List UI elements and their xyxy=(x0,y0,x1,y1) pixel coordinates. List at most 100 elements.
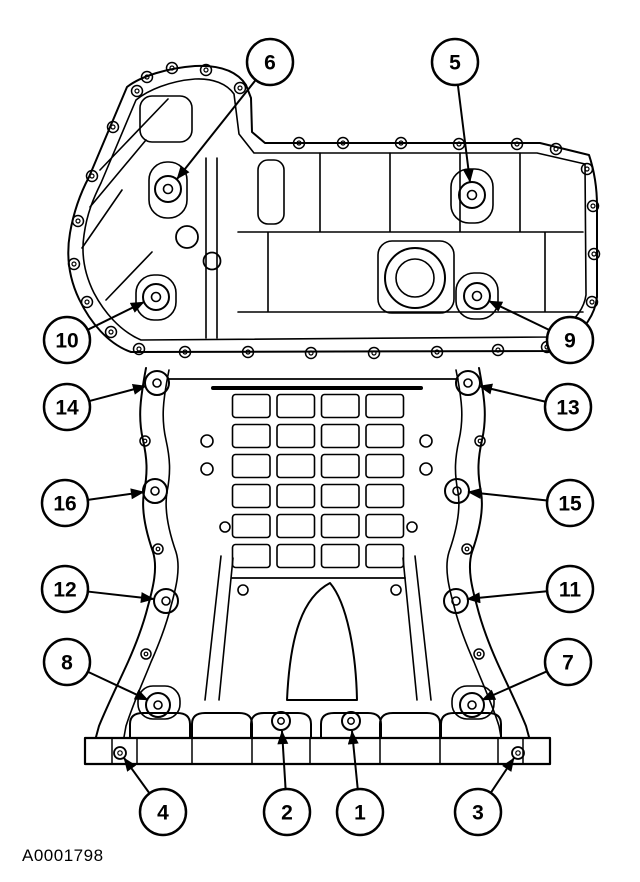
callout-number: 1 xyxy=(354,802,366,825)
bolt-boss xyxy=(142,283,170,311)
bore-ring-outer xyxy=(384,247,446,309)
boss-capsule-5 xyxy=(450,168,494,224)
callout-arrow xyxy=(87,670,149,701)
baffle-grid-cell xyxy=(231,543,271,569)
flange-bolt-hole-center xyxy=(136,346,142,352)
callout-7: 7 xyxy=(481,637,593,701)
callout-circle xyxy=(543,382,593,432)
bolt-boss-center xyxy=(347,717,355,725)
flange-bolt-hole xyxy=(165,61,179,75)
baffle-grid-cell xyxy=(276,483,316,509)
flange-bolt-hole xyxy=(549,142,563,156)
upper-crankcase-drawing xyxy=(67,64,598,353)
flange-bolt-hole-center xyxy=(398,140,404,146)
flange-bolt-hole xyxy=(367,346,381,360)
flange-bolt-hole xyxy=(587,247,601,261)
pocket-rib xyxy=(257,159,285,225)
flange-bolt-hole-center xyxy=(553,146,559,152)
left-rail-outer xyxy=(95,367,157,738)
callout-4: 4 xyxy=(123,757,188,837)
flange-bolt-hole xyxy=(292,136,306,150)
casting-circle xyxy=(419,462,433,476)
rail-hole xyxy=(461,543,473,555)
callout-10: 10 xyxy=(42,301,145,365)
gusset-8 xyxy=(137,685,181,720)
flange-bolt-hole xyxy=(580,162,594,176)
flange-bolt-hole xyxy=(336,136,350,150)
callout-arrow xyxy=(466,590,548,604)
flange-bolt-hole xyxy=(304,346,318,360)
callout-circle xyxy=(430,37,480,87)
callout-circle xyxy=(262,787,312,837)
baffle-grid-cell xyxy=(320,483,360,509)
callout-number: 14 xyxy=(55,397,79,420)
bolt-boss-center xyxy=(150,486,160,496)
flange-bolt-hole-center xyxy=(589,299,595,305)
callout-number: 3 xyxy=(472,802,484,825)
flange-bolt-hole-center xyxy=(584,166,590,172)
callout-arrow xyxy=(481,670,548,701)
bolt-boss xyxy=(443,588,469,614)
boss-capsule-6 xyxy=(148,161,188,219)
flange-bolt-hole xyxy=(199,63,213,77)
flange-bolt-hole-center xyxy=(371,350,377,356)
baffle-grid-cell xyxy=(320,423,360,449)
callout-8: 8 xyxy=(42,637,149,701)
baffle-grid-cell xyxy=(365,483,405,509)
flange-bolt-hole-center xyxy=(182,349,188,355)
callout-circle xyxy=(453,787,503,837)
bolt-boss-center xyxy=(466,189,478,201)
bolt-boss-center xyxy=(277,717,285,725)
bolt-boss xyxy=(144,370,170,396)
flange-bolt-hole xyxy=(430,345,444,359)
pickup-arch xyxy=(286,582,358,701)
callout-number: 11 xyxy=(559,579,582,602)
callout-6: 6 xyxy=(176,37,295,180)
baffle-grid-cell xyxy=(365,423,405,449)
baffle-grid-cell xyxy=(365,453,405,479)
baffle-grid-cell xyxy=(276,423,316,449)
callout-12: 12 xyxy=(40,564,155,614)
callout-circle xyxy=(40,478,90,528)
inner-walls xyxy=(204,555,432,701)
flange-bolt-hole xyxy=(510,137,524,151)
callout-5: 5 xyxy=(430,37,480,183)
right-rail-outer xyxy=(468,367,530,738)
bolt-boss xyxy=(153,588,179,614)
flange-bolt-hole xyxy=(130,84,144,98)
callout-14: 14 xyxy=(42,382,147,432)
bolt-boss-center xyxy=(467,700,477,710)
mount-hump xyxy=(129,712,191,738)
rail-hole-center xyxy=(476,651,482,657)
callout-3: 3 xyxy=(453,757,515,837)
callout-arrow xyxy=(87,488,145,501)
baffle-grid-cell xyxy=(320,513,360,539)
figure-id-label: A0001798 xyxy=(22,846,104,865)
flange-bolt-hole-center xyxy=(71,261,77,267)
flange-bolt-hole xyxy=(491,343,505,357)
bolt-boss-center xyxy=(451,596,461,606)
callout-2: 2 xyxy=(262,730,312,837)
bore-ring-inner xyxy=(395,258,435,298)
base-dividers xyxy=(111,737,524,765)
flange-bolt-hole xyxy=(140,70,154,84)
bolt-boss-center xyxy=(161,596,171,606)
baffle-grid-cell xyxy=(320,543,360,569)
callout-1: 1 xyxy=(335,730,385,837)
mount-hump xyxy=(191,712,253,738)
callout-number: 6 xyxy=(264,52,276,75)
callout-circle xyxy=(545,315,595,365)
callout-circle xyxy=(245,37,295,87)
callout-circle xyxy=(335,787,385,837)
casting-circle xyxy=(390,584,402,596)
flange-bolt-hole-center xyxy=(456,141,462,147)
casting-circle xyxy=(219,521,231,533)
flange-bolt-hole-center xyxy=(591,251,597,257)
bolt-boss xyxy=(458,181,486,209)
rail-hole-center xyxy=(143,651,149,657)
flange-bolt-hole-center xyxy=(590,203,596,209)
bolt-boss-center xyxy=(152,378,162,388)
callout-circle xyxy=(545,478,595,528)
